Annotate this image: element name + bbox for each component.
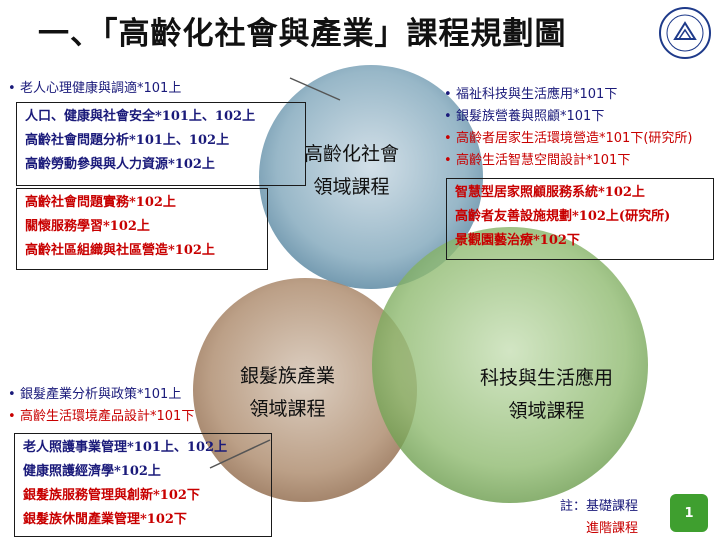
- list-item: • 高齡者居家生活環境營造*101下(研究所): [444, 128, 692, 150]
- legend-note: 註：基礎課程 進階課程: [560, 496, 638, 540]
- top-left-bullet-list: • 老人心理健康與調適*101上: [8, 78, 181, 100]
- course-item: 高齡社會問題分析*101上、102上: [25, 133, 230, 148]
- top-right-box-advanced: 智慧型居家照顧服務系統*102上 高齡者友善設施規劃*102上(研究所) 景觀園…: [446, 178, 714, 260]
- bullet-text: 老人心理健康與調適*101上: [20, 81, 182, 96]
- page-number-badge: 1: [670, 494, 708, 532]
- list-item: • 高齡生活智慧空間設計*101下: [444, 150, 692, 172]
- circle-top-line2: 領域課程: [313, 176, 390, 198]
- university-logo: [659, 7, 711, 59]
- bullet-text: 福祉科技與生活應用*101下: [456, 87, 618, 102]
- course-item: 健康照護經濟學*102上: [23, 464, 161, 479]
- bullet-text: 高齡生活智慧空間設計*101下: [456, 153, 631, 168]
- legend-basic: 註：基礎課程: [560, 499, 639, 514]
- connector-line-bottom: [209, 439, 271, 469]
- circle-right-line2: 領域課程: [508, 400, 585, 422]
- page-title: 一、「高齡化社會與產業」課程規劃圖: [38, 16, 567, 52]
- course-item: 老人照護事業管理*101上、102上: [23, 440, 228, 455]
- bottom-left-box: 老人照護事業管理*101上、102上 健康照護經濟學*102上 銀髮族服務管理與…: [14, 433, 272, 537]
- bullet-text: 高齡者居家生活環境營造*101下(研究所): [456, 131, 693, 146]
- bullet-text: 高齡生活環境產品設計*101下: [20, 409, 195, 424]
- circle-left: [193, 278, 417, 502]
- legend-advanced: 進階課程: [586, 521, 639, 536]
- course-item: 關懷服務學習*102上: [25, 219, 150, 234]
- bullet-dot: •: [8, 409, 16, 424]
- circle-left-line1: 銀髮族產業: [240, 365, 336, 387]
- circle-top: [259, 65, 483, 289]
- bullet-dot: •: [8, 81, 16, 96]
- bullet-dot: •: [444, 109, 452, 124]
- course-item: 高齡者友善設施規劃*102上(研究所): [455, 209, 671, 224]
- course-item: 智慧型居家照顧服務系統*102上: [455, 185, 645, 200]
- bullet-dot: •: [444, 153, 452, 168]
- bullet-dot: •: [444, 87, 452, 102]
- bottom-left-bullet-list: • 銀髮產業分析與政策*101上 • 高齡生活環境產品設計*101下: [8, 384, 194, 428]
- list-item: • 銀髮族營養與照顧*101下: [444, 106, 692, 128]
- circle-right-line1: 科技與生活應用: [480, 367, 614, 389]
- circle-top-label: 高齡化社會 領域課程: [304, 138, 399, 204]
- circle-left-label: 銀髮族產業 領域課程: [240, 360, 335, 426]
- course-item: 高齡社會問題實務*102上: [25, 195, 176, 210]
- bullet-text: 銀髮族營養與照顧*101下: [456, 109, 605, 124]
- circle-top-line1: 高齡化社會: [304, 143, 400, 165]
- course-item: 高齡社區組織與社區營造*102上: [25, 243, 215, 258]
- list-item: • 高齡生活環境產品設計*101下: [8, 406, 194, 428]
- bullet-text: 銀髮產業分析與政策*101上: [20, 387, 182, 402]
- course-item: 高齡勞動參與與人力資源*102上: [25, 157, 215, 172]
- circle-left-line2: 領域課程: [249, 398, 326, 420]
- top-right-bullet-list: • 福祉科技與生活應用*101下 • 銀髮族營養與照顧*101下 • 高齡者居家生活環…: [444, 84, 692, 172]
- connector-line-top: [289, 77, 341, 101]
- circle-right: [372, 227, 648, 503]
- list-item: • 福祉科技與生活應用*101下: [444, 84, 692, 106]
- bullet-dot: •: [8, 387, 16, 402]
- course-item: 銀髮族休閒產業管理*102下: [23, 512, 187, 527]
- course-item: 銀髮族服務管理與創新*102下: [23, 488, 200, 503]
- top-left-box-basic: 人口、健康與社會安全*101上、102上 高齡社會問題分析*101上、102上 …: [16, 102, 306, 186]
- course-item: 景觀園藝治療*102下: [455, 233, 580, 248]
- top-left-box-advanced: 高齡社會問題實務*102上 關懷服務學習*102上 高齡社區組織與社區營造*10…: [16, 188, 268, 270]
- list-item: • 銀髮產業分析與政策*101上: [8, 384, 194, 406]
- circle-right-label: 科技與生活應用 領域課程: [480, 362, 613, 428]
- list-item: • 老人心理健康與調適*101上: [8, 78, 181, 100]
- bullet-dot: •: [444, 131, 452, 146]
- course-item: 人口、健康與社會安全*101上、102上: [25, 109, 256, 124]
